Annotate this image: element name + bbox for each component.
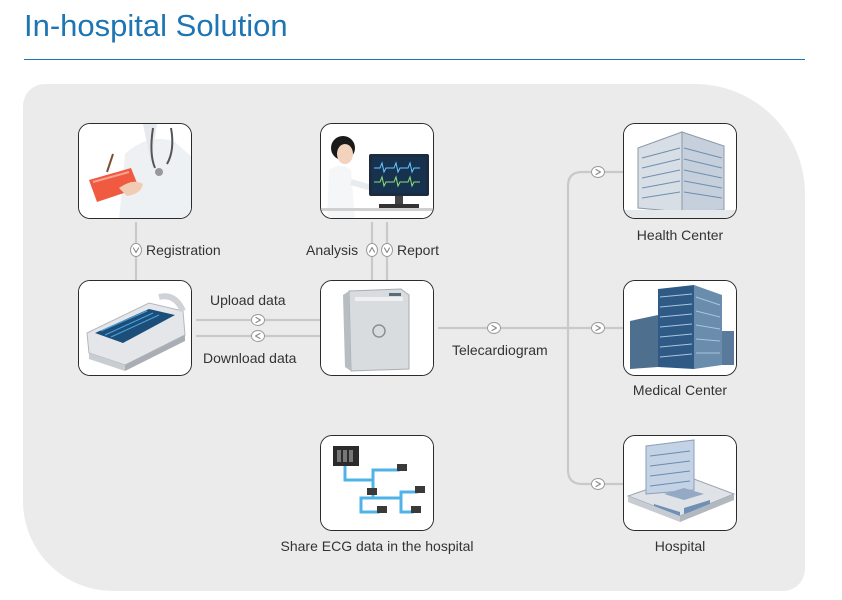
hospital-node <box>623 435 737 531</box>
ecg-server-icon <box>321 281 433 375</box>
upload-arrow-icon <box>251 314 265 326</box>
hospital-network-icon <box>321 436 433 530</box>
health-center-building-icon <box>624 124 736 218</box>
registration-arrow-icon <box>130 243 142 257</box>
share-ecg-label: Share ECG data in the hospital <box>280 538 474 554</box>
analyst-node <box>320 123 434 219</box>
hospital-arrow-icon <box>591 478 605 490</box>
page-title: In-hospital Solution <box>24 8 288 43</box>
medical-center-label: Medical Center <box>632 382 728 398</box>
health-center-arrow-icon <box>591 166 605 178</box>
health-center-label: Health Center <box>636 227 724 243</box>
download-arrow-icon <box>251 330 265 342</box>
network-node <box>320 435 434 531</box>
ecg-device-node <box>78 280 192 376</box>
medical-center-node <box>623 280 737 376</box>
hospital-building-icon <box>624 436 736 530</box>
server-node <box>320 280 434 376</box>
medical-center-building-icon <box>624 281 736 375</box>
report-label: Report <box>397 242 440 258</box>
registration-label: Registration <box>146 242 221 258</box>
telecardiogram-label: Telecardiogram <box>452 342 548 358</box>
report-arrow-icon <box>381 243 393 257</box>
medical-center-arrow-icon <box>591 322 605 334</box>
analysis-arrow-icon <box>366 243 378 257</box>
download-data-label: Download data <box>203 350 297 366</box>
health-center-node <box>623 123 737 219</box>
upload-data-label: Upload data <box>210 292 286 308</box>
hospital-label: Hospital <box>654 538 706 554</box>
ecg-analyst-workstation-icon <box>321 124 433 218</box>
title-divider <box>24 59 805 60</box>
analysis-label: Analysis <box>306 242 359 258</box>
ecg-device-icon <box>79 281 191 375</box>
telecardiogram-arrow-icon <box>487 322 501 334</box>
doctor-clipboard-icon <box>79 124 191 218</box>
doctor-node <box>78 123 192 219</box>
